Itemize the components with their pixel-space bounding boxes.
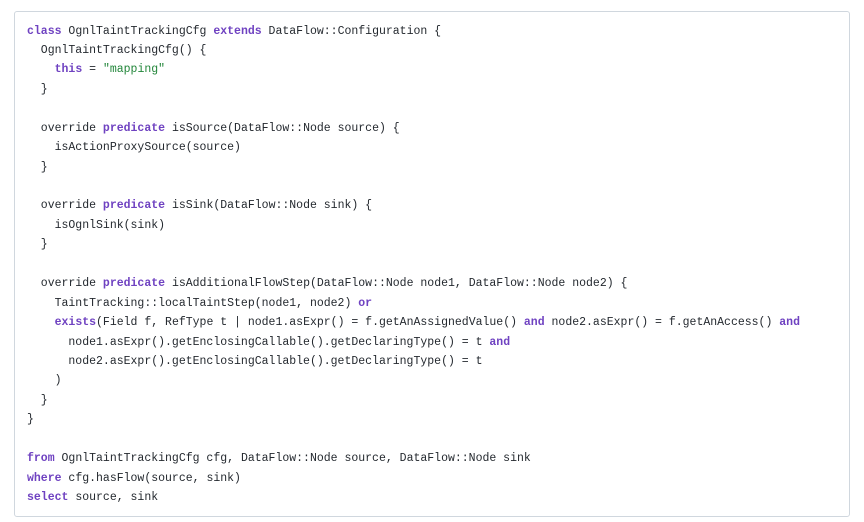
keyword-token: and <box>489 335 511 349</box>
code-token: OgnlTaintTrackingCfg() { <box>27 43 207 57</box>
code-token: } <box>27 160 48 174</box>
code-panel: class OgnlTaintTrackingCfg extends DataF… <box>14 11 850 517</box>
code-token: node2.asExpr().getEnclosingCallable().ge… <box>27 354 483 368</box>
keyword-token: predicate <box>102 199 166 213</box>
keyword-token: and <box>523 316 545 330</box>
code-line-blank <box>27 255 800 274</box>
code-line: class OgnlTaintTrackingCfg extends DataF… <box>27 22 800 41</box>
code-token: } <box>27 413 34 427</box>
code-token: DataFlow::Configuration { <box>261 24 442 38</box>
code-line: } <box>27 235 800 254</box>
keyword-token: predicate <box>102 277 166 291</box>
code-line: } <box>27 391 800 410</box>
code-token: isSource(DataFlow::Node source) { <box>165 121 400 135</box>
code-token: (Field f, RefType t | node1.asExpr() = f… <box>96 316 524 330</box>
keyword-token: or <box>358 296 373 310</box>
code-token: ) <box>27 374 62 388</box>
string-token: "mapping" <box>102 63 166 77</box>
code-token: node1.asExpr().getEnclosingCallable().ge… <box>27 335 490 349</box>
code-token: } <box>27 238 48 252</box>
code-token <box>27 316 55 329</box>
code-token: override <box>27 121 103 135</box>
code-token: OgnlTaintTrackingCfg <box>61 24 214 38</box>
keyword-token: this <box>54 63 83 77</box>
code-line: exists(Field f, RefType t | node1.asExpr… <box>27 313 800 332</box>
code-line: isActionProxySource(source) <box>27 138 800 157</box>
code-line: TaintTracking::localTaintStep(node1, nod… <box>27 294 800 313</box>
code-line: OgnlTaintTrackingCfg() { <box>27 41 800 60</box>
code-line: where cfg.hasFlow(source, sink) <box>27 469 800 488</box>
code-token: OgnlTaintTrackingCfg cfg, DataFlow::Node… <box>54 452 531 466</box>
code-token: source, sink <box>68 491 159 504</box>
keyword-token: select <box>27 491 69 504</box>
code-line: node2.asExpr().getEnclosingCallable().ge… <box>27 352 800 371</box>
code-token: isActionProxySource(source) <box>27 141 241 155</box>
code-line-blank <box>27 430 800 449</box>
keyword-token: class <box>27 24 62 38</box>
keyword-token: predicate <box>102 121 166 135</box>
code-line: override predicate isAdditionalFlowStep(… <box>27 274 800 293</box>
code-line: } <box>27 158 800 177</box>
code-token <box>27 63 55 76</box>
code-token: = <box>82 63 103 77</box>
keyword-token: and <box>779 316 800 330</box>
code-token: override <box>27 199 103 213</box>
keyword-token: from <box>27 452 55 466</box>
code-line: from OgnlTaintTrackingCfg cfg, DataFlow:… <box>27 449 800 468</box>
code-line: override predicate isSink(DataFlow::Node… <box>27 196 800 215</box>
keyword-token: extends <box>213 24 262 38</box>
code-line: } <box>27 80 800 99</box>
code-line-blank <box>27 99 800 118</box>
code-token: } <box>27 82 48 96</box>
code-line: select source, sink <box>27 488 800 507</box>
code-token: isAdditionalFlowStep(DataFlow::Node node… <box>165 277 628 291</box>
keyword-token: where <box>27 471 62 485</box>
code-block: class OgnlTaintTrackingCfg extends DataF… <box>27 22 800 508</box>
code-token: isSink(DataFlow::Node sink) { <box>165 199 373 213</box>
keyword-token: exists <box>54 316 97 330</box>
code-line: } <box>27 410 800 429</box>
code-token: TaintTracking::localTaintStep(node1, nod… <box>27 296 359 310</box>
code-line: isOgnlSink(sink) <box>27 216 800 235</box>
code-token: cfg.hasFlow(source, sink) <box>61 471 241 485</box>
code-token: isOgnlSink(sink) <box>27 218 166 232</box>
code-line-blank <box>27 177 800 196</box>
code-line: override predicate isSource(DataFlow::No… <box>27 119 800 138</box>
code-token: override <box>27 277 103 291</box>
code-line: node1.asExpr().getEnclosingCallable().ge… <box>27 333 800 352</box>
code-token: } <box>27 393 48 407</box>
code-line: ) <box>27 371 800 390</box>
code-token: node2.asExpr() = f.getAnAccess() <box>544 316 780 330</box>
code-line: this = "mapping" <box>27 60 800 79</box>
